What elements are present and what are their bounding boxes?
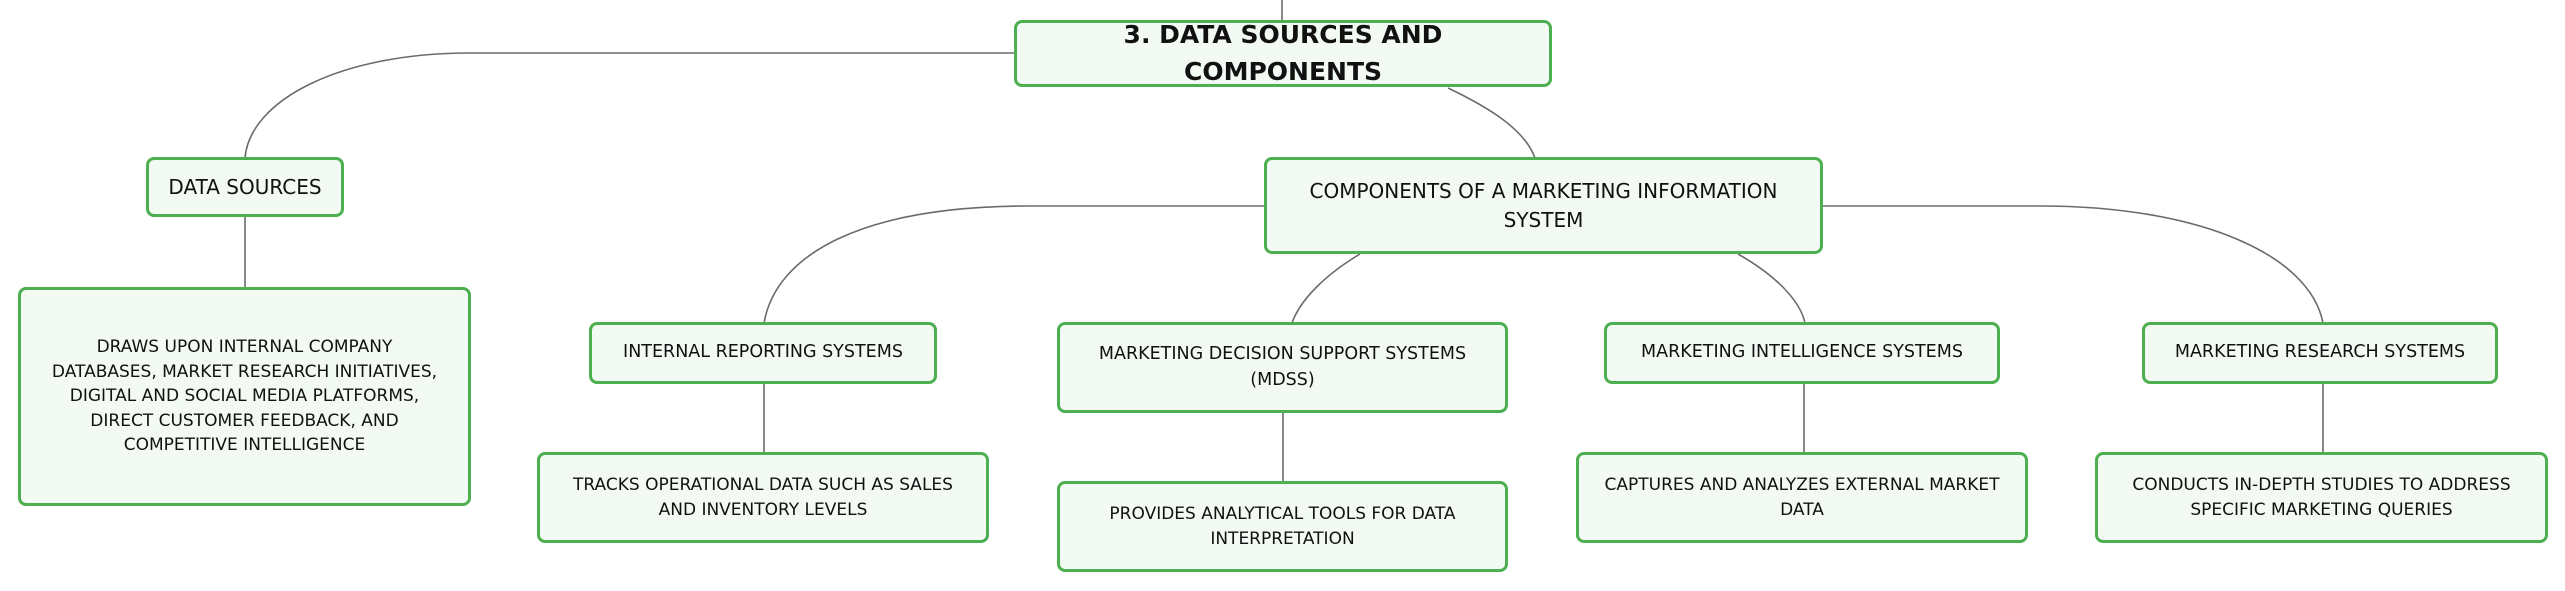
connector-root-to-components <box>1447 87 1536 159</box>
root-node[interactable]: 3. DATA SOURCES AND COMPONENTS <box>1014 20 1552 87</box>
internal-reporting-label: INTERNAL REPORTING SYSTEMS <box>623 342 903 363</box>
research-node[interactable]: MARKETING RESEARCH SYSTEMS <box>2142 322 2498 384</box>
root-node-label: 3. DATA SOURCES AND COMPONENTS <box>1123 20 1443 86</box>
mdss-node[interactable]: MARKETING DECISION SUPPORT SYSTEMS (MDSS… <box>1057 322 1508 413</box>
mdss-detail-text: PROVIDES ANALYTICAL TOOLS FOR DATA INTER… <box>1109 503 1456 549</box>
connector-root-to-data-sources <box>244 52 1014 159</box>
research-label: MARKETING RESEARCH SYSTEMS <box>2174 342 2466 363</box>
internal-reporting-detail-text: TRACKS OPERATIONAL DATA SUCH AS SALES AN… <box>573 474 953 520</box>
connector-components-to-mdss <box>1291 253 1361 324</box>
intelligence-node[interactable]: MARKETING INTELLIGENCE SYSTEMS <box>1604 322 2000 384</box>
internal-reporting-detail-node[interactable]: TRACKS OPERATIONAL DATA SUCH AS SALES AN… <box>537 452 989 543</box>
intelligence-detail-node[interactable]: CAPTURES AND ANALYZES EXTERNAL MARKET DA… <box>1576 452 2028 543</box>
data-sources-node[interactable]: DATA SOURCES <box>146 157 344 217</box>
connector-components-to-research <box>1823 205 2324 324</box>
internal-reporting-node[interactable]: INTERNAL REPORTING SYSTEMS <box>589 322 937 384</box>
mdss-label: MARKETING DECISION SUPPORT SYSTEMS (MDSS… <box>1098 344 1467 390</box>
data-sources-label: DATA SOURCES <box>168 174 322 199</box>
research-detail-text: CONDUCTS IN-DEPTH STUDIES TO ADDRESS SPE… <box>2132 474 2511 520</box>
connector-components-to-intelligence <box>1737 253 1806 324</box>
components-node[interactable]: COMPONENTS OF A MARKETING INFORMATION SY… <box>1264 157 1823 254</box>
intelligence-detail-text: CAPTURES AND ANALYZES EXTERNAL MARKET DA… <box>1604 474 2000 520</box>
data-sources-detail-text: DRAWS UPON INTERNAL COMPANY DATABASES, M… <box>51 336 438 456</box>
data-sources-detail-node[interactable]: DRAWS UPON INTERNAL COMPANY DATABASES, M… <box>18 287 471 506</box>
mdss-detail-node[interactable]: PROVIDES ANALYTICAL TOOLS FOR DATA INTER… <box>1057 481 1508 572</box>
components-label: COMPONENTS OF A MARKETING INFORMATION SY… <box>1309 178 1778 232</box>
connector-components-to-internal-reporting <box>763 205 1267 324</box>
intelligence-label: MARKETING INTELLIGENCE SYSTEMS <box>1641 342 1963 363</box>
research-detail-node[interactable]: CONDUCTS IN-DEPTH STUDIES TO ADDRESS SPE… <box>2095 452 2548 543</box>
